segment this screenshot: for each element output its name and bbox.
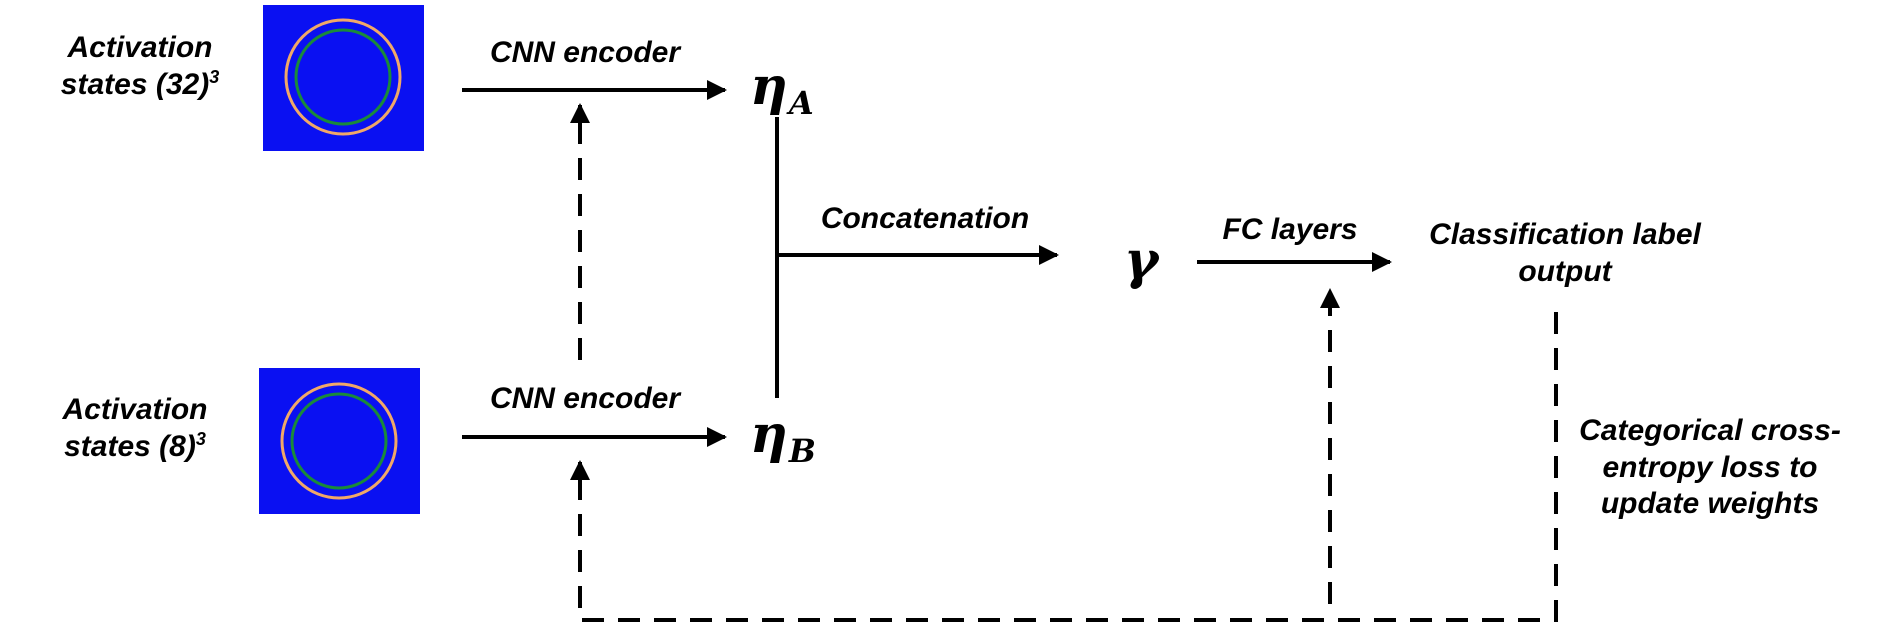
inner-ring <box>290 392 388 490</box>
eta-b-symbol: ηB <box>750 404 816 470</box>
loss-label: Categorical cross- entropy loss to updat… <box>1565 413 1855 523</box>
outer-ring <box>284 18 402 136</box>
top-input-line1: Activation <box>67 31 213 64</box>
gamma-symbol: γ <box>1124 230 1159 291</box>
bottom-input-line2: states (8)3 <box>64 428 206 463</box>
bottom-input-line1: Activation <box>62 393 208 426</box>
loss-line2: entropy loss to <box>1602 450 1818 484</box>
outer-ring <box>280 382 398 500</box>
concatenation-label: Concatenation <box>820 202 1030 235</box>
loss-feedback-path <box>578 312 1558 622</box>
loss-line3: update weights <box>1600 487 1820 521</box>
bottom-encoder-label: CNN encoder <box>489 382 681 415</box>
top-input-line2: states (32)3 <box>60 66 220 101</box>
activation-image-32 <box>263 5 424 151</box>
activation-image-8 <box>259 368 420 514</box>
eta-a-symbol: ηA <box>750 56 814 122</box>
fc-layers-label: FC layers <box>1222 213 1358 246</box>
top-encoder-label: CNN encoder <box>489 36 681 69</box>
loss-line1: Categorical cross- <box>1579 414 1841 447</box>
bottom-input-label: Activation states (8)3 <box>35 392 235 465</box>
output-line2: output <box>1518 254 1612 288</box>
output-line1: Classification label <box>1429 218 1701 251</box>
output-label: Classification label output <box>1400 217 1730 290</box>
inner-ring <box>294 28 392 126</box>
top-input-label: Activation states (32)3 <box>40 30 240 103</box>
